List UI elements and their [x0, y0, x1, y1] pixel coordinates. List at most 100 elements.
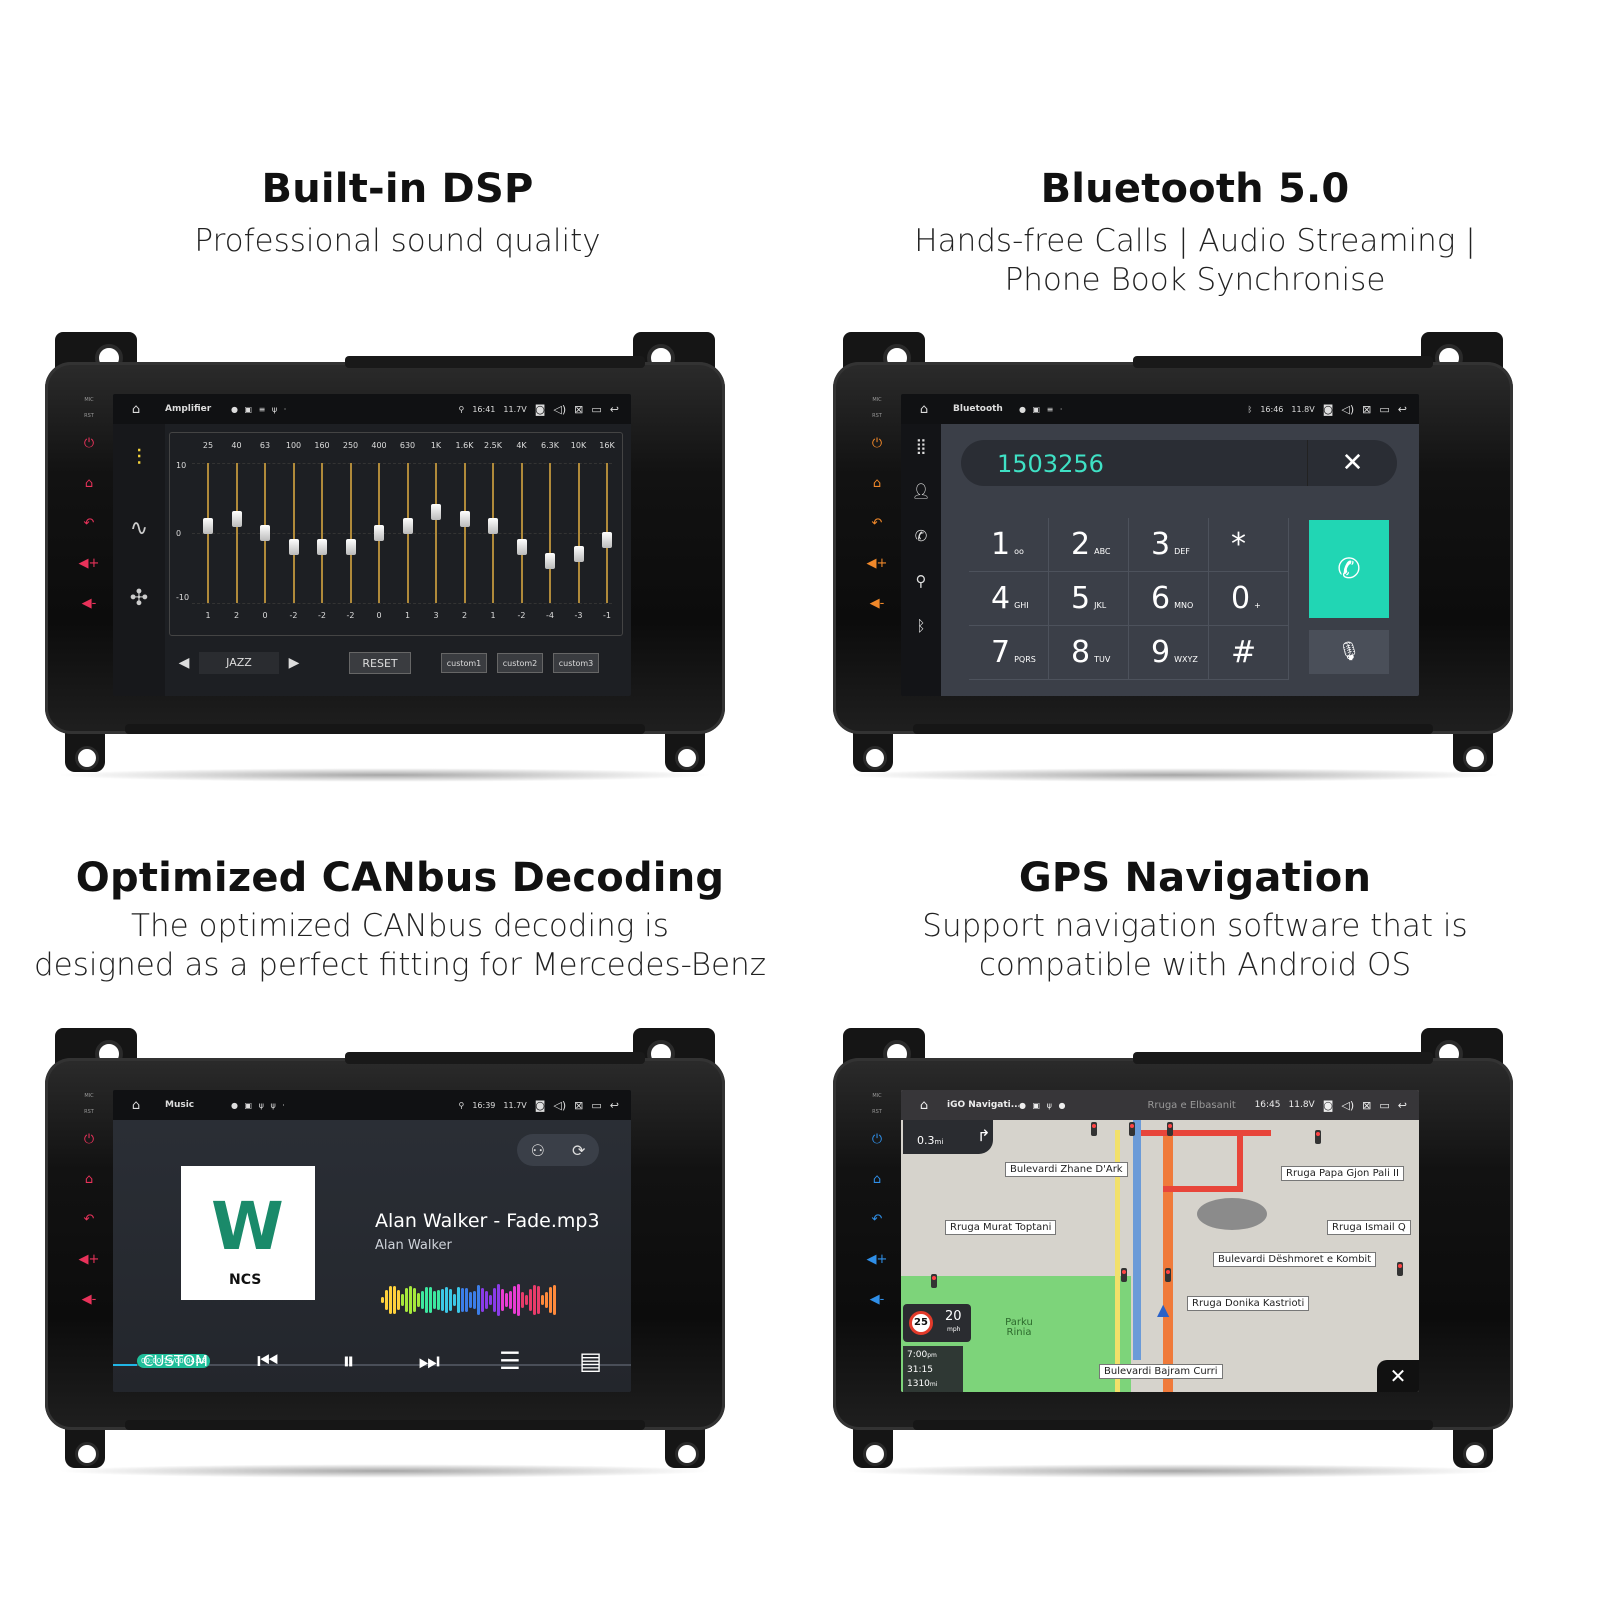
back-icon[interactable]: ↶	[871, 516, 883, 531]
eq-slider-knob[interactable]	[374, 525, 384, 541]
close-app-icon[interactable]: ⊠	[574, 1098, 584, 1112]
eq-slider-knob[interactable]	[345, 539, 356, 555]
close-navigation-button[interactable]: ✕	[1377, 1360, 1419, 1392]
volume-up-icon[interactable]: ◀+	[866, 556, 888, 571]
call-button[interactable]: ✆	[1309, 520, 1389, 618]
keypad-key[interactable]: *	[1209, 518, 1289, 572]
eq-slider-knob[interactable]	[602, 532, 612, 548]
home-icon[interactable]: ⌂	[919, 1097, 929, 1113]
eq-slider-knob[interactable]	[431, 504, 441, 520]
volume-down-icon[interactable]: ◀-	[869, 596, 885, 611]
close-app-icon[interactable]: ⊠	[1362, 1098, 1372, 1112]
bluetooth-icon[interactable]: ᛒ	[916, 617, 926, 635]
custom3-button[interactable]: custom3	[553, 653, 599, 673]
eq-custom-button[interactable]: CUSTOM	[143, 1352, 208, 1370]
phone-icon[interactable]: ✆	[914, 527, 928, 545]
eq-slider-track[interactable]	[520, 463, 523, 603]
camera-icon[interactable]: ◙	[534, 1098, 546, 1112]
next-track-icon[interactable]: ⏭	[418, 1347, 441, 1375]
pause-icon[interactable]: ⏸	[342, 1347, 355, 1375]
volume-down-icon[interactable]: ◀-	[81, 1292, 97, 1307]
eq-slider-knob[interactable]	[260, 525, 270, 541]
back-icon[interactable]: ↶	[83, 516, 95, 531]
eq-slider-knob[interactable]	[545, 553, 555, 569]
eq-slider-track[interactable]	[235, 463, 238, 603]
back-icon[interactable]: ↩	[609, 1098, 619, 1112]
volume-icon[interactable]: ◁)	[553, 402, 567, 416]
power-icon[interactable]: ⏻	[83, 1132, 95, 1147]
back-icon[interactable]: ↶	[871, 1212, 883, 1227]
volume-up-icon[interactable]: ◀+	[866, 1252, 888, 1267]
eq-slider-knob[interactable]	[516, 539, 527, 555]
recent-apps-icon[interactable]: ▭	[591, 1098, 602, 1112]
trip-info[interactable]: 7:00pm 31:15 1310mi	[903, 1346, 963, 1392]
music-mode-toggle[interactable]: ⚇ ⟳	[517, 1134, 599, 1166]
back-icon[interactable]: ↩	[1397, 1098, 1407, 1112]
eq-slider-knob[interactable]	[573, 546, 584, 562]
user-icon[interactable]: ⚇	[530, 1140, 545, 1160]
home-icon[interactable]: ⌂	[84, 1172, 94, 1187]
home-icon[interactable]: ⌂	[872, 1172, 882, 1187]
equalizer-icon[interactable]: ⫶	[136, 446, 142, 471]
reset-button[interactable]: RESET	[349, 652, 411, 674]
eq-slider-track[interactable]	[349, 463, 352, 603]
back-icon[interactable]: ↩	[1397, 402, 1407, 416]
eq-slider-knob[interactable]	[203, 518, 213, 534]
back-icon[interactable]: ↶	[83, 1212, 95, 1227]
volume-icon[interactable]: ◁)	[1341, 402, 1355, 416]
eq-slider-knob[interactable]	[488, 518, 498, 534]
home-icon[interactable]: ⌂	[872, 476, 882, 491]
volume-up-icon[interactable]: ◀+	[78, 1252, 100, 1267]
eq-slider-track[interactable]	[549, 463, 551, 603]
back-icon[interactable]: ↩	[609, 402, 619, 416]
keypad-key[interactable]: 0+	[1209, 572, 1289, 626]
rst-label[interactable]: RST	[872, 413, 882, 419]
playlist-icon[interactable]: ☰	[499, 1347, 521, 1375]
balance-icon[interactable]: ✣	[129, 586, 149, 611]
home-icon[interactable]: ⌂	[131, 401, 141, 417]
camera-icon[interactable]: ◙	[1322, 1098, 1334, 1112]
custom1-button[interactable]: custom1	[441, 653, 487, 673]
rst-label[interactable]: RST	[872, 1109, 882, 1115]
clear-button[interactable]: ✕	[1307, 440, 1397, 486]
close-app-icon[interactable]: ⊠	[574, 402, 584, 416]
eq-slider-track[interactable]	[463, 463, 466, 603]
eq-slider-knob[interactable]	[288, 539, 299, 555]
home-icon[interactable]: ⌂	[84, 476, 94, 491]
contacts-icon[interactable]: 👤︎	[911, 482, 931, 500]
eq-slider-knob[interactable]	[459, 511, 470, 527]
eq-slider-knob[interactable]	[317, 539, 327, 555]
eq-slider-track[interactable]	[321, 463, 323, 603]
rst-label[interactable]: RST	[84, 1109, 94, 1115]
power-icon[interactable]: ⏻	[83, 436, 95, 451]
search-icon[interactable]: ⚲	[915, 572, 927, 590]
recent-apps-icon[interactable]: ▭	[591, 402, 602, 416]
rst-label[interactable]: RST	[84, 413, 94, 419]
eq-slider-track[interactable]	[435, 463, 437, 603]
recent-apps-icon[interactable]: ▭	[1379, 402, 1390, 416]
volume-icon[interactable]: ◁)	[553, 1098, 567, 1112]
microphone-button[interactable]: 🎙︎	[1309, 630, 1389, 674]
eq-slider-track[interactable]	[292, 463, 295, 603]
volume-down-icon[interactable]: ◀-	[81, 596, 97, 611]
prev-preset-button[interactable]: ◀	[178, 655, 190, 671]
volume-icon[interactable]: ◁)	[1341, 1098, 1355, 1112]
eq-slider-track[interactable]	[577, 463, 580, 603]
home-icon[interactable]: ⌂	[919, 401, 929, 417]
home-icon[interactable]: ⌂	[131, 1097, 141, 1113]
eq-slider-knob[interactable]	[402, 518, 413, 534]
eq-slider-knob[interactable]	[231, 511, 242, 527]
camera-icon[interactable]: ◙	[534, 402, 546, 416]
keypad-key[interactable]: #	[1209, 626, 1289, 680]
custom2-button[interactable]: custom2	[497, 653, 543, 673]
close-app-icon[interactable]: ⊠	[1362, 402, 1372, 416]
